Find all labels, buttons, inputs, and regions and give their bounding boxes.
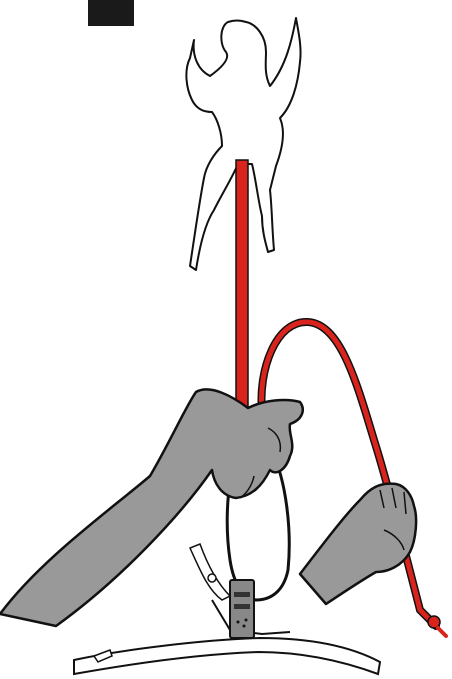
rope-icon (236, 160, 248, 410)
gloved-hand-icon (0, 389, 303, 626)
belay-device-icon (230, 580, 254, 638)
gloved-hand-icon-right (300, 484, 416, 604)
rope-loop (261, 322, 446, 636)
